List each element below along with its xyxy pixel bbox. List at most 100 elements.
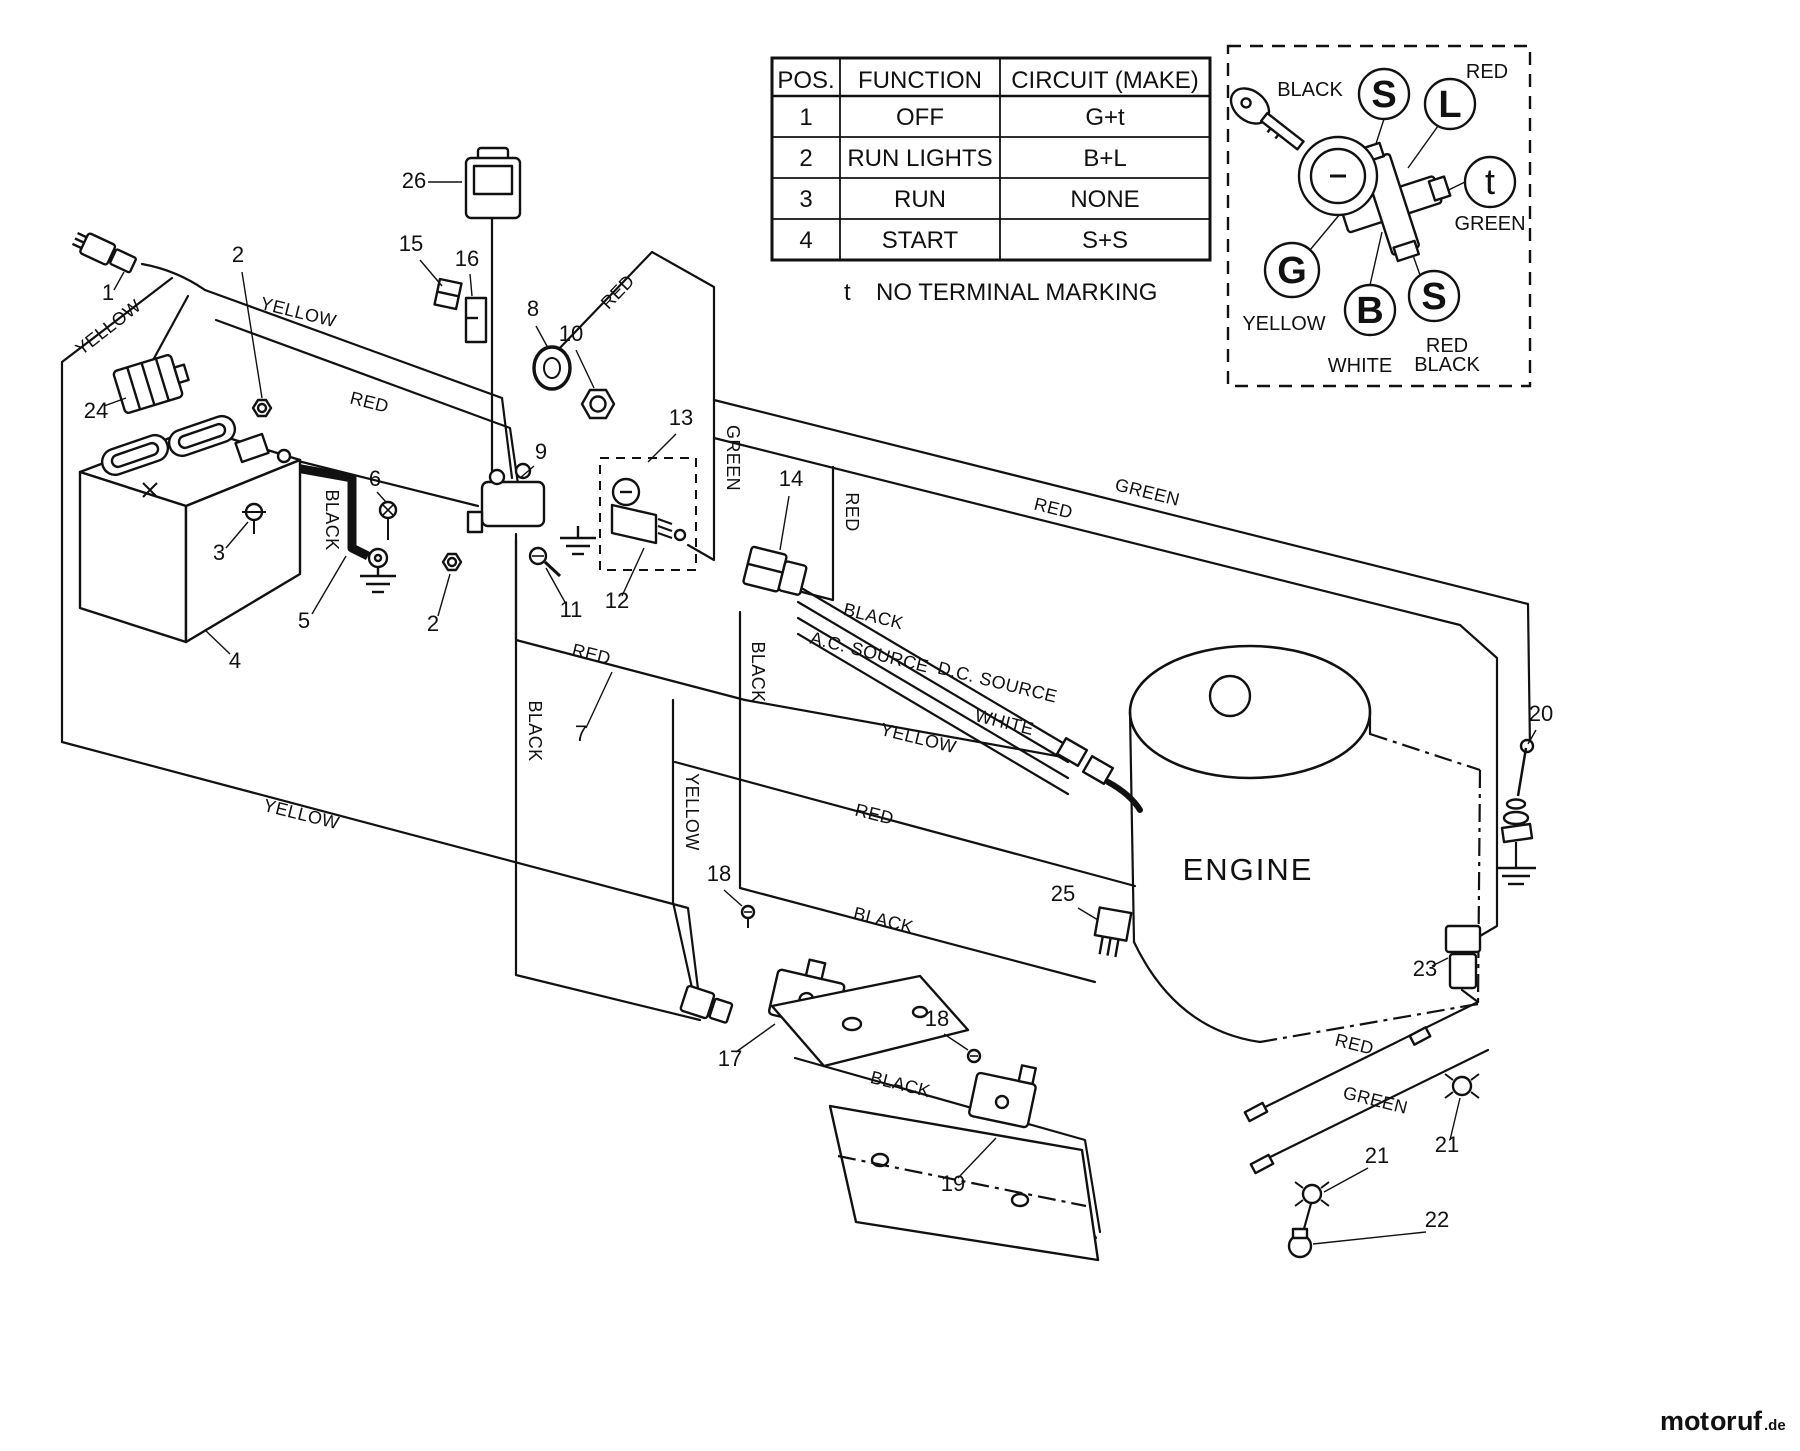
- part-number: 21: [1435, 1132, 1459, 1157]
- wire-green-loop-left: [554, 250, 716, 562]
- part-number: 14: [779, 466, 803, 491]
- ground-symbol-solenoid: [560, 526, 596, 556]
- ring-terminal-5: [367, 547, 389, 569]
- engine-label: ENGINE: [1183, 852, 1314, 887]
- screw-18a: [740, 904, 756, 928]
- ground-symbol-engine: [1496, 866, 1536, 886]
- wire-label: YELLOW: [261, 795, 341, 833]
- ignition-switch-12: [610, 477, 687, 545]
- part-number: 11: [560, 597, 583, 622]
- connector-24: [112, 353, 190, 415]
- part-number: 1: [102, 280, 114, 305]
- wiring-harness: [60, 216, 1532, 1240]
- part-number: 12: [605, 588, 629, 613]
- clip-15: [433, 277, 463, 311]
- switch-19: [828, 1064, 1100, 1262]
- terminal-letter: L: [1438, 84, 1461, 126]
- wire-fan-4: [796, 632, 1070, 796]
- ground-symbol-battery: [360, 567, 396, 594]
- part-number: 2: [232, 242, 244, 267]
- key-icon: [1229, 87, 1305, 151]
- terminal-letter: B: [1356, 290, 1383, 332]
- table-header-function: FUNCTION: [858, 67, 982, 94]
- relay-26: [464, 146, 522, 220]
- wire-label: YELLOW: [72, 296, 145, 359]
- clamp-21a: [1444, 1073, 1480, 1099]
- battery-cap: [100, 433, 170, 477]
- table-cell: 2: [799, 145, 812, 172]
- table-footnote-symbol: t: [844, 279, 851, 306]
- connector-23: [1444, 924, 1482, 990]
- inline-terminal-c: [1408, 1026, 1432, 1046]
- terminal-circle-g: [1263, 241, 1321, 299]
- table-cell: B+L: [1083, 145, 1126, 172]
- bolt-20: [1500, 738, 1535, 868]
- part-number: 23: [1413, 956, 1437, 981]
- terminal-end-b: [1249, 1153, 1275, 1175]
- wire-label: BLACK: [525, 700, 545, 761]
- inline-connector-a: [1055, 737, 1089, 767]
- table-header-pos: POS.: [777, 67, 834, 94]
- part-number: 21: [1365, 1143, 1389, 1168]
- wire-bottom-black: [793, 1056, 1102, 1234]
- connector-17: [679, 984, 734, 1024]
- wire-24-pigtail: [150, 294, 190, 364]
- battery: [78, 414, 302, 644]
- terminal-color-label: GREEN: [1454, 213, 1525, 235]
- clamp-21b: [1294, 1181, 1330, 1207]
- wire-label: YELLOW: [878, 719, 958, 757]
- part-number: 20: [1529, 701, 1553, 726]
- terminal-circle-t: [1463, 155, 1517, 209]
- wire-label: BLACK: [851, 903, 915, 937]
- wire-connector1-pigtail: [140, 262, 207, 292]
- terminal-letter: G: [1277, 250, 1307, 292]
- table-cell: START: [882, 227, 959, 254]
- terminal-circle-b: [1343, 283, 1397, 337]
- terminal-letter: S: [1421, 276, 1446, 318]
- table-cell: NONE: [1070, 186, 1139, 213]
- table-cell: RUN: [894, 186, 946, 213]
- wire-red-upper: [214, 318, 520, 486]
- wire-label: RED: [1333, 1030, 1376, 1059]
- terminal-letter: t: [1485, 161, 1495, 202]
- terminal-color-label: BLACK: [1277, 79, 1343, 101]
- connector-14: [742, 545, 808, 596]
- nut-2b: [441, 552, 463, 572]
- part-number: 24: [84, 398, 108, 423]
- solenoid-9: [466, 462, 546, 534]
- nut-2a: [251, 398, 273, 418]
- part-number: 5: [298, 608, 310, 633]
- table-cell: S+S: [1082, 227, 1128, 254]
- watermark-suffix: .de: [1764, 1417, 1786, 1434]
- part-number: 8: [527, 296, 539, 321]
- terminal-letter: S: [1371, 74, 1396, 116]
- terminal-end-a: [1243, 1101, 1269, 1123]
- nut-10: [580, 388, 616, 420]
- part-number: 18: [925, 1006, 949, 1031]
- part-number: 17: [718, 1046, 742, 1071]
- battery-x-mark: [142, 482, 158, 498]
- callout-leader-lines: [103, 181, 1537, 1245]
- wire-label: RED: [348, 388, 391, 417]
- ignition-switch-detail: S L t G B S BLACK RED GREEN YELLOW WHITE…: [1226, 44, 1532, 388]
- watermark-letter: o: [1710, 1406, 1727, 1436]
- wire-label: WHITE: [973, 705, 1036, 739]
- wire-engine-boot: [1105, 779, 1143, 813]
- part-numbers: 1 2 24 3 4 5 6 2 26 15 16 8 10 9 11 12 1…: [84, 168, 1553, 1232]
- table-cell: 4: [799, 227, 812, 254]
- screw-18b: [966, 1048, 982, 1064]
- part-number: 4: [229, 648, 241, 673]
- terminal-color-label: RED: [1466, 61, 1508, 83]
- terminal-circle-l: [1423, 77, 1477, 131]
- watermark-letter: o: [1684, 1406, 1701, 1436]
- part-number: 10: [559, 321, 583, 346]
- wire-red-vertical-14: [800, 465, 835, 602]
- wire-fan-2: [796, 600, 1070, 764]
- terminal-color-label: YELLOW: [1242, 313, 1325, 335]
- watermark-letter: f: [1753, 1406, 1763, 1436]
- wire-label: RED: [570, 640, 613, 669]
- wire-label: GREEN: [1341, 1082, 1410, 1117]
- wire-fan-1: [796, 584, 1070, 748]
- wire-label: YELLOW: [682, 773, 702, 850]
